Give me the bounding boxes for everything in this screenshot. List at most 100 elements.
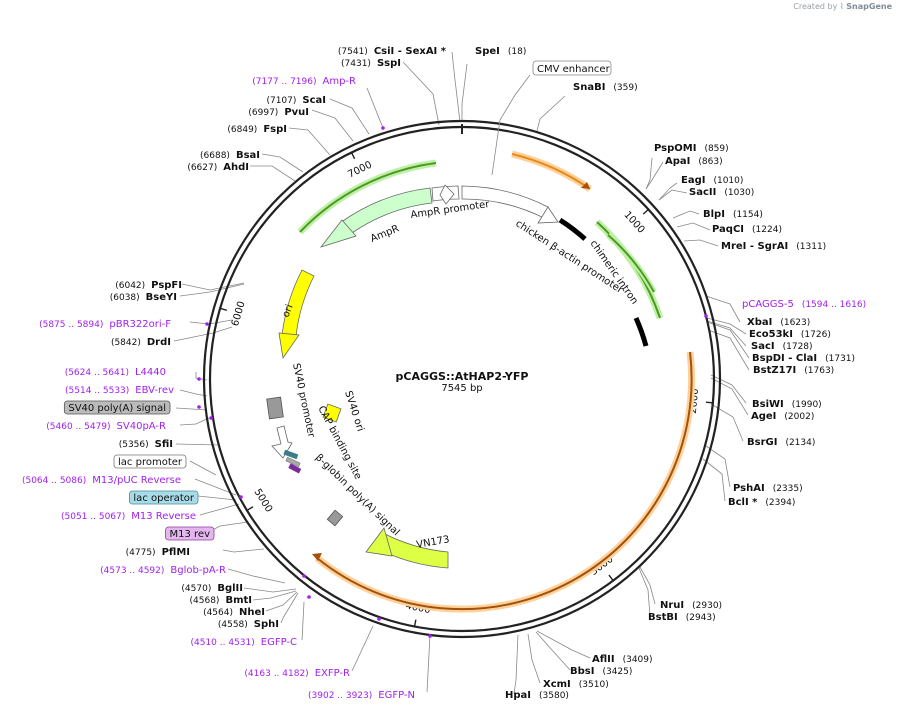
site-name: EagI [681, 175, 705, 186]
site-position: (1990) [792, 400, 822, 410]
credit-prefix: Created by [793, 2, 838, 11]
site-label-right: AgeI(2002) [751, 411, 814, 422]
site-position: (6849) [227, 125, 257, 135]
site-label-left: PspFI(6042) [115, 280, 182, 291]
site-position: (4570) [181, 584, 211, 594]
site-position: (7431) [341, 59, 371, 69]
primer-site-marker [209, 416, 213, 420]
site-position: (1154) [733, 210, 763, 220]
site-position: (5460 .. 5479) [46, 422, 110, 432]
site-label-left: EBV-rev(5514 .. 5533) [65, 385, 174, 396]
leader-lines [173, 51, 750, 695]
snapgene-credit: Created by ⌇ SnapGene [793, 2, 892, 11]
site-position: (3580) [539, 691, 569, 701]
right-site-labels: SpeI(18)SnaBI(359)PspOMI(859)ApaI(863)Ea… [475, 46, 866, 701]
site-label-right: PspOMI(859) [654, 143, 729, 154]
backbone-outer-ring [202, 119, 722, 639]
credit-brand: SnapGene [846, 2, 892, 11]
site-position: (1594 .. 1616) [802, 300, 866, 310]
primer-site-marker [239, 495, 243, 499]
site-label-right: SnaBI (359) [573, 82, 638, 93]
site-label-left: lac operator [129, 490, 199, 505]
site-position: (6038) [110, 293, 140, 303]
feature-box-label: lac promoter [118, 457, 183, 468]
tick-mark [350, 151, 356, 160]
orange-arcs [312, 150, 696, 613]
site-name: MreI - SgrAI [721, 241, 788, 252]
primer-site-marker [377, 617, 381, 621]
site-position: (1731) [825, 354, 855, 364]
site-name: SnaBI [573, 82, 605, 93]
site-position: (1763) [804, 366, 834, 376]
site-label-left: BmtI (4568) [190, 595, 252, 606]
site-position: (1224) [752, 225, 782, 235]
site-position: (2943) [686, 613, 716, 623]
primer-site-marker [307, 595, 311, 599]
site-position: (5514 .. 5533) [65, 386, 129, 396]
plasmid-name: pCAGGS::AtHAP2-YFP [395, 370, 529, 383]
site-position: (7107) [266, 96, 296, 106]
tick-label: 6000 [230, 300, 248, 328]
cmv-enhancer-tag: CMV enhancer [491, 60, 612, 176]
vn173-label: VN173 [416, 534, 451, 551]
site-label-right: ApaI(863) [665, 156, 723, 167]
ampR-label: AmpR [369, 223, 401, 244]
site-position: (1623) [780, 318, 810, 328]
site-name: BmtI [225, 595, 252, 606]
site-name: AgeI [751, 411, 776, 422]
site-position: (5064 .. 5086) [22, 476, 86, 486]
site-position: (2134) [785, 438, 815, 448]
tick-mark [608, 574, 615, 582]
site-label-left: SspI(7431) [341, 58, 401, 69]
site-position: (5842) [111, 338, 141, 348]
tick-mark [245, 506, 254, 512]
tick-mark [705, 401, 714, 404]
site-label-right: HpaI(3580) [505, 690, 569, 701]
tick-mark [413, 619, 417, 628]
site-name: AflII [592, 654, 615, 665]
site-label-left: CsiI - SexAI *(7541) [338, 46, 447, 57]
site-name: pBR322ori-F [109, 319, 171, 330]
site-name: SphI [254, 619, 279, 630]
site-name: PflMI [162, 547, 190, 558]
site-position: (5624 .. 5641) [65, 368, 129, 378]
site-name: SpeI [475, 46, 500, 57]
site-position: (4564) [203, 608, 233, 618]
site-position: (6688) [200, 151, 230, 161]
site-position: (4558) [218, 620, 248, 630]
feature-box-label: M13 rev [170, 529, 211, 540]
primer-site-marker [704, 314, 708, 318]
primer-site-marker [197, 405, 201, 409]
site-label-left: ScaI(7107) [266, 95, 326, 106]
site-name: M13/pUC Reverse [92, 475, 181, 486]
site-position: (4568) [190, 596, 220, 606]
site-name: PaqCI [712, 224, 744, 235]
site-label-right: BclI *(2394) [728, 497, 795, 508]
site-label-left: M13 Reverse(5051 .. 5067) [61, 511, 196, 522]
site-position: (359) [613, 83, 637, 93]
map-features [266, 184, 649, 569]
site-position: (5875 .. 5894) [39, 320, 103, 330]
site-name: BsaI [236, 150, 260, 161]
site-label-left: Amp-R(7177 .. 7196) [252, 76, 356, 87]
site-name: BglII [217, 583, 243, 594]
site-name: BstZ17I [753, 365, 796, 376]
site-position: (1726) [801, 330, 831, 340]
site-position: (1010) [713, 176, 743, 186]
site-name: BseYI [146, 292, 177, 303]
site-label-left: EGFP-C(4510 .. 4531) [190, 637, 297, 648]
site-position: (2335) [773, 484, 803, 494]
feature-box [113, 454, 187, 469]
site-name: EXFP-R [315, 668, 350, 679]
site-position: (1311) [796, 242, 826, 252]
site-name: BclI * [728, 497, 758, 508]
site-label-right: BstBI(2943) [648, 612, 716, 623]
site-label-left: PflMI(4775) [126, 547, 190, 558]
tick-label: 7000 [346, 160, 374, 181]
site-name: M13 Reverse [131, 511, 196, 522]
site-label-left: PvuI(6997) [248, 107, 309, 118]
tick-label: 5000 [251, 487, 274, 514]
site-position: (5356) [119, 440, 149, 450]
site-label-right: NruI(2930) [660, 600, 722, 611]
site-label-right: XcmI(3510) [543, 679, 609, 690]
